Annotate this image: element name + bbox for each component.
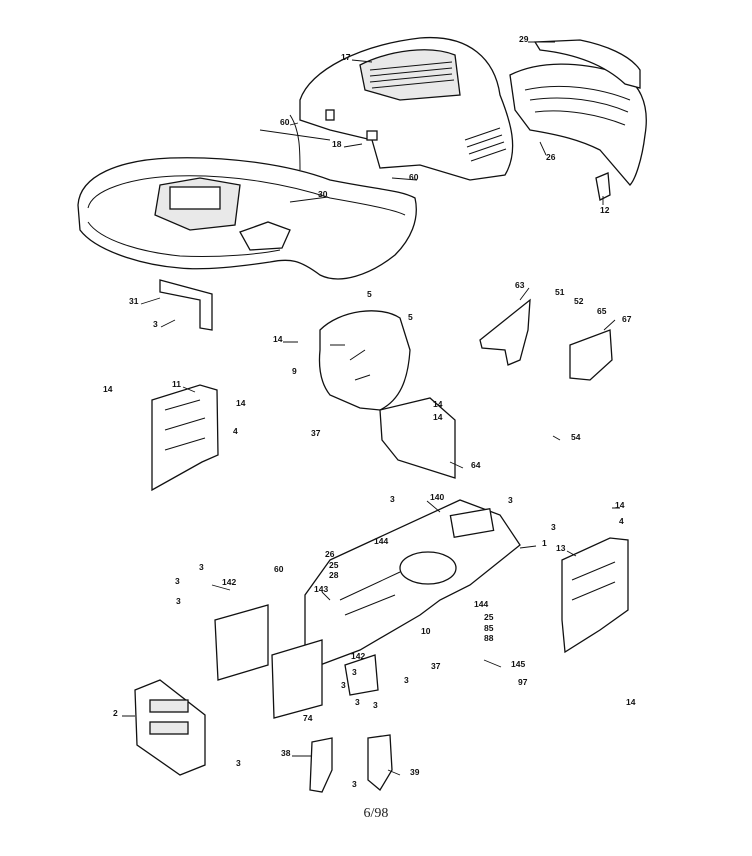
part-callout: 37 — [431, 661, 441, 671]
part-callout: 60 — [274, 564, 284, 574]
part-callout: 3 — [373, 700, 378, 710]
part-callout: 26 — [325, 549, 335, 559]
part-callout: 28 — [329, 570, 339, 580]
dash-support — [318, 310, 411, 411]
part-callout: 3 — [153, 319, 158, 329]
part-callout: 2 — [113, 708, 118, 718]
part-callout: 14 — [273, 334, 283, 344]
steering-bracket — [479, 298, 531, 366]
part-callout: 3 — [508, 495, 513, 505]
leader-lines — [122, 41, 620, 776]
fender-bracket — [159, 279, 213, 331]
part-callout: 4 — [619, 516, 624, 526]
part-callout: 60 — [409, 172, 419, 182]
right-side-panel — [561, 537, 629, 654]
part-callout: 1 — [542, 538, 547, 548]
hood-assembly — [299, 36, 514, 181]
part-callout: 3 — [390, 494, 395, 504]
part-callout: 3 — [176, 596, 181, 606]
part-callout: 14 — [433, 412, 443, 422]
part-callout: 25 — [329, 560, 339, 570]
part-callout: 142 — [351, 651, 365, 661]
part-callout: 11 — [172, 379, 181, 389]
part-callout: 38 — [281, 748, 291, 758]
part-callout: 3 — [355, 697, 360, 707]
part-callout: 14 — [615, 500, 625, 510]
console-bracket — [379, 397, 456, 479]
part-callout: 13 — [556, 543, 566, 553]
part-callout: 26 — [546, 152, 556, 162]
part-callout: 64 — [471, 460, 481, 470]
part-callout: 29 — [519, 34, 529, 44]
part-callout: 3 — [352, 779, 357, 789]
lower-bracket-right — [367, 734, 393, 791]
part-callout: 3 — [199, 562, 204, 572]
part-callout: 60 — [280, 117, 290, 127]
part-callout: 63 — [515, 280, 525, 290]
part-callout: 3 — [341, 680, 346, 690]
part-callout: 14 — [236, 398, 246, 408]
part-callout: 52 — [574, 296, 584, 306]
steering-plate — [569, 329, 613, 381]
part-callout: 17 — [341, 52, 351, 62]
part-callout: 145 — [511, 659, 525, 669]
part-callout: 140 — [430, 492, 444, 502]
front-plate-lower — [271, 639, 323, 719]
part-callout: 3 — [352, 667, 357, 677]
front-plate-left — [214, 604, 269, 681]
part-callout: 25 — [484, 612, 494, 622]
part-callout: 3 — [175, 576, 180, 586]
part-callout: 54 — [571, 432, 581, 442]
part-callout: 10 — [421, 626, 431, 636]
part-callout: 9 — [292, 366, 297, 376]
part-callout: 3 — [236, 758, 241, 768]
axle-bracket — [344, 654, 379, 696]
page-number: 6/98 — [363, 806, 389, 821]
part-callout: 85 — [484, 623, 494, 633]
part-callout: 4 — [233, 426, 238, 436]
part-callout: 31 — [129, 296, 139, 306]
part-callout: 74 — [303, 713, 313, 723]
part-callout: 37 — [311, 428, 321, 438]
dash-panel — [509, 63, 647, 186]
latch-clip — [595, 172, 611, 201]
part-callout: 3 — [404, 675, 409, 685]
part-callout: 14 — [626, 697, 636, 707]
part-callout: 88 — [484, 633, 494, 643]
part-callout: 30 — [318, 189, 328, 199]
main-frame — [304, 499, 521, 666]
part-callout: 3 — [551, 522, 556, 532]
fender-body — [77, 114, 417, 280]
part-callout: 67 — [622, 314, 632, 324]
callout-labels: 2917601826603012315635152656735149111414… — [103, 34, 636, 789]
left-side-panel — [151, 384, 219, 492]
part-callout: 5 — [408, 312, 413, 322]
part-callout: 144 — [374, 536, 388, 546]
part-callout: 144 — [474, 599, 488, 609]
lower-bracket-left — [309, 737, 333, 793]
part-callout: 14 — [433, 399, 443, 409]
part-callout: 142 — [222, 577, 236, 587]
part-callout: 39 — [410, 767, 420, 777]
part-callout: 65 — [597, 306, 607, 316]
part-callout: 12 — [600, 205, 610, 215]
part-callout: 51 — [555, 287, 565, 297]
part-callout: 97 — [518, 677, 528, 687]
dash-trim — [533, 39, 641, 89]
part-callout: 143 — [314, 584, 328, 594]
part-callout: 14 — [103, 384, 113, 394]
part-callout: 5 — [367, 289, 372, 299]
part-callout: 18 — [332, 139, 342, 149]
